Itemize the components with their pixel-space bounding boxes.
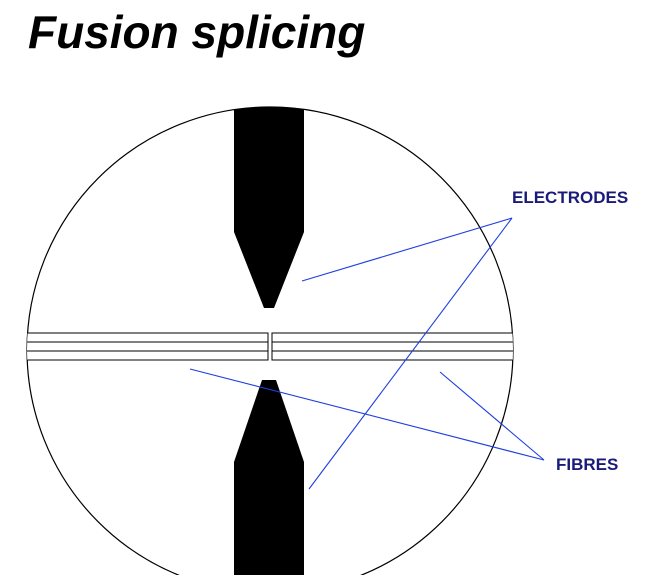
left-fibre [27, 332, 269, 361]
fibres-pointer-right [439, 371, 545, 461]
right-fibre [271, 332, 513, 361]
fibres-label: FIBRES [556, 455, 619, 474]
top-electrode [234, 107, 304, 308]
fibres-pointer-left [189, 368, 545, 461]
electrodes-pointer-top [301, 217, 513, 282]
bottom-electrode [234, 380, 304, 575]
electrodes-pointer-bottom [308, 217, 513, 490]
page-title: Fusion splicing [28, 6, 366, 58]
electrodes-label: ELECTRODES [512, 188, 629, 207]
